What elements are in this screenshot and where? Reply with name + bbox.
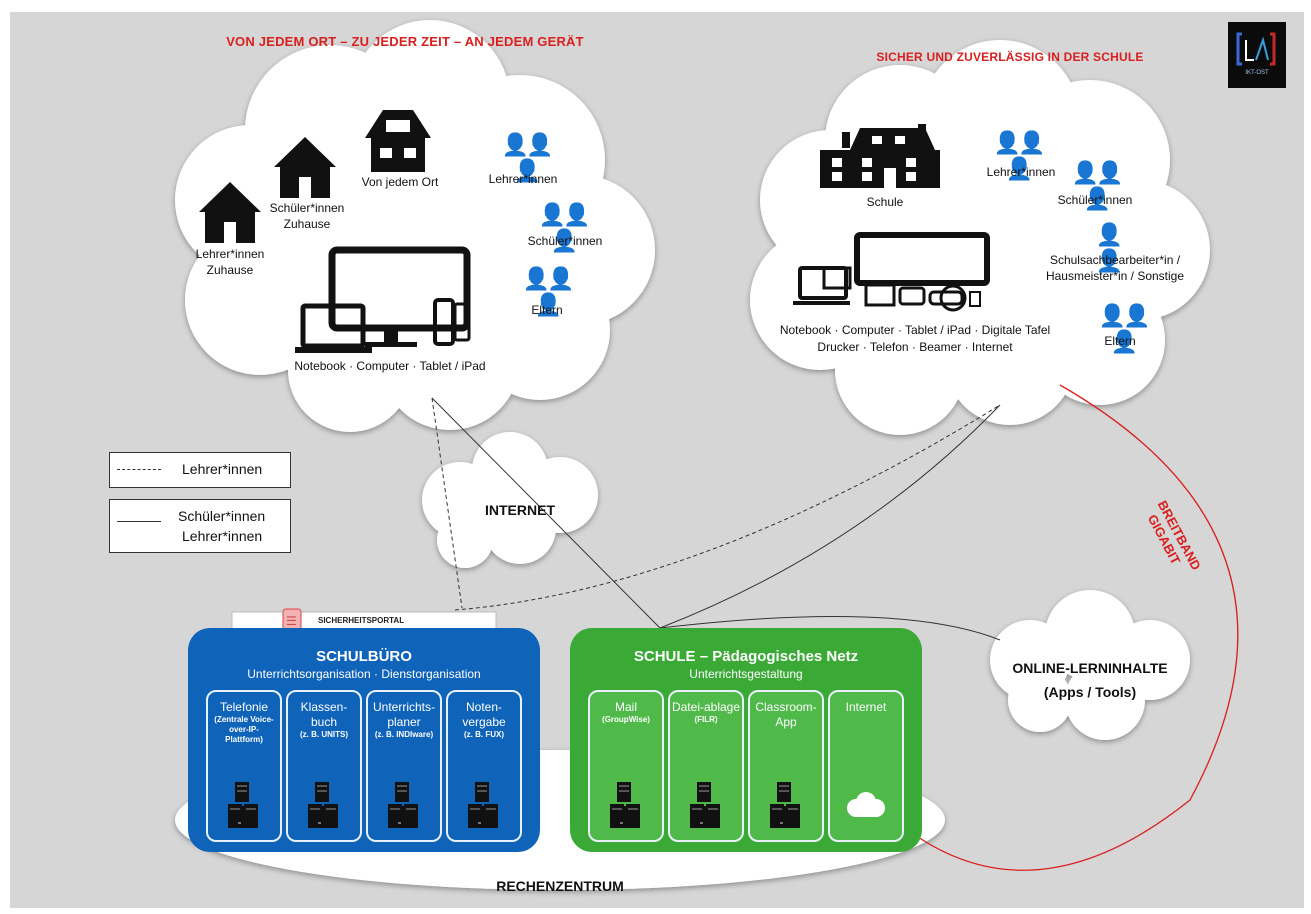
tile-title: Datei-ablage [671, 700, 741, 714]
server-icon [228, 782, 258, 828]
legend-solid-label-2: Lehrer*innen [182, 528, 263, 544]
security-portal-label: SICHERHEITSPORTAL [318, 616, 405, 625]
schulbuero-title: SCHULBÜRO [316, 648, 412, 665]
tile-notenvergabe[interactable]: Noten-vergabe (z. B. FUX) [446, 690, 522, 842]
people-parents-label: Eltern [531, 303, 563, 317]
server-icon [770, 782, 800, 828]
school-building-icon [820, 124, 940, 188]
internet-cloud-shape [422, 432, 598, 568]
cloud-icon [847, 792, 885, 817]
school-students-label: Schüler*innen [1057, 193, 1133, 207]
tile-title: Unterrichts-planer [372, 700, 435, 729]
devices-left-icons [295, 246, 471, 353]
legend-solid-line [117, 521, 161, 522]
tile-telefonie[interactable]: Telefonie (Zentrale Voice-over-IP-Plattf… [206, 690, 282, 842]
people-icon: 👤👤👤 [522, 266, 575, 317]
devices-right-label-1: Notebook · Computer · Tablet / iPad · Di… [779, 323, 1051, 337]
schulbuero[interactable]: SCHULBÜRO Unterrichtsorganisation · Dien… [188, 628, 540, 852]
tile-klassenbuch[interactable]: Klassen-buch (z. B. UNITS) [286, 690, 362, 842]
tile-sub: (Zentrale Voice-over-IP-Plattform) [214, 715, 274, 744]
schule-title: SCHULE – Pädagogisches Netz [633, 648, 859, 665]
legend-solid-label-1: Schüler*innen [178, 508, 266, 524]
online-cloud-shape [990, 590, 1190, 740]
lock-icon: ☰ [286, 614, 297, 628]
schulbuero-box [188, 628, 540, 852]
internet-label: INTERNET [485, 502, 555, 518]
tile-title: Internet [845, 700, 887, 714]
school-parents-label: Eltern [1104, 334, 1136, 348]
tile-title: Klassen-buch [300, 700, 348, 729]
schule-subtitle: Unterrichtsgestaltung [689, 667, 803, 681]
tile-mail[interactable]: Mail (GroupWise) [588, 690, 664, 842]
school-cloud-heading: SICHER UND ZUVERLÄSSIG IN DER SCHULE [876, 50, 1144, 64]
tile-title: Telefonie [219, 700, 269, 714]
legend-dashed-line [117, 469, 161, 470]
rechenzentrum-label: RECHENZENTRUM [496, 878, 624, 894]
people-icon: 👤👤👤 [993, 130, 1046, 181]
tile-sub: (z. B. INDIware) [374, 730, 434, 739]
legend-dashed-label: Lehrer*innen [182, 461, 263, 477]
people-icon: 👤👤👤 [501, 132, 554, 183]
tile-internet[interactable]: Internet [828, 690, 904, 842]
devices-left-label: Notebook · Computer · Tablet / iPad [294, 359, 486, 373]
people-icon: 👤👤👤 [1098, 303, 1151, 354]
tile-sub: (z. B. UNITS) [300, 730, 348, 739]
tile-sub: (FILR) [694, 715, 718, 724]
legend-dashed [109, 452, 291, 488]
online-subtitle: (Apps / Tools) [1043, 684, 1137, 700]
tile-title: Noten-vergabe [462, 700, 506, 729]
server-icon [388, 782, 418, 828]
connection-lines [431, 397, 1001, 641]
place-students-home: Schüler*innen Zuhause [269, 201, 345, 231]
home-cloud-heading: VON JEDEM ORT – ZU JEDER ZEIT – AN JEDEM… [226, 34, 584, 49]
server-icon [610, 782, 640, 828]
people-icon: 👤👤 [1095, 222, 1123, 273]
broadband-arc [914, 384, 1239, 871]
tile-title: Classroom-App [755, 700, 817, 729]
school-staff-label: Schulsachbearbeiter*in / Hausmeister*in … [1045, 253, 1185, 283]
tile-dateiablage[interactable]: Datei-ablage (FILR) [668, 690, 744, 842]
people-icon: 👤👤👤 [538, 202, 591, 253]
server-icon [690, 782, 720, 828]
place-anywhere: Von jedem Ort [361, 175, 439, 189]
school-teachers-label: Lehrer*innen [986, 165, 1056, 179]
legend-solid [109, 499, 291, 553]
people-students-label: Schüler*innen [527, 234, 603, 248]
server-icon [308, 782, 338, 828]
devices-right-label-2: Drucker · Telefon · Beamer · Internet [817, 340, 1013, 354]
logo-text: IKT-OST [1245, 70, 1269, 76]
place-teachers-home: Lehrer*innen Zuhause [195, 247, 265, 277]
schulbuero-subtitle: Unterrichtsorganisation · Dienstorganisa… [247, 667, 481, 681]
schule-netz[interactable]: SCHULE – Pädagogisches Netz Unterrichtsg… [570, 628, 922, 852]
tile-classroom-app[interactable]: Classroom-App [748, 690, 824, 842]
tile-title: Mail [614, 700, 637, 714]
house-icons [199, 110, 431, 243]
devices-right-icons [793, 232, 990, 312]
tile-unterrichtsplaner[interactable]: Unterrichts-planer (z. B. INDIware) [366, 690, 442, 842]
tile-sub: (GroupWise) [602, 715, 650, 724]
tile-sub: (z. B. FUX) [464, 730, 504, 739]
school-building-label: Schule [866, 195, 904, 209]
server-icon [468, 782, 498, 828]
online-title: ONLINE-LERNINHALTE [1012, 660, 1168, 676]
people-icon: 👤👤👤 [1071, 160, 1124, 211]
people-teachers-label: Lehrer*innen [488, 172, 558, 186]
